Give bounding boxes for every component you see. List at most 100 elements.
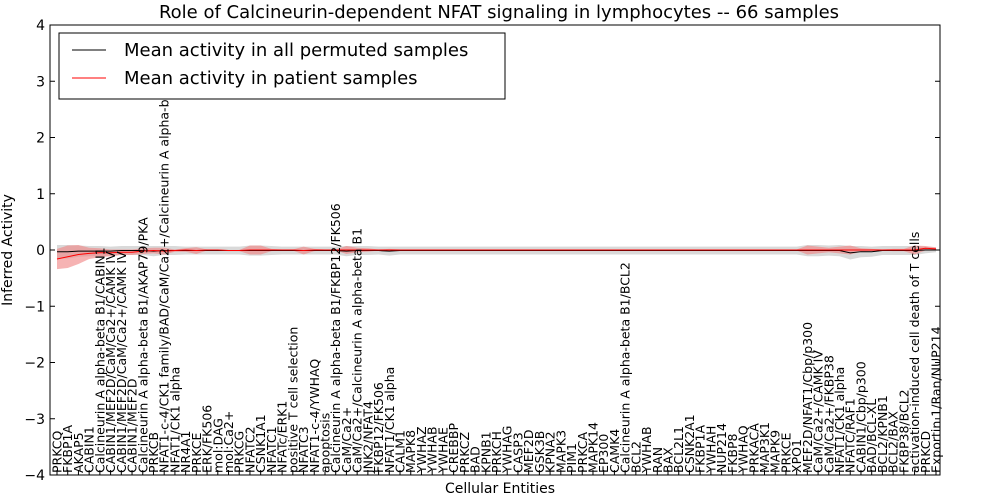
permuted-band xyxy=(57,244,936,260)
x-category-label: PRKCH xyxy=(489,431,504,473)
y-tick-label: 2 xyxy=(36,131,45,147)
x-category-label: CSNK1A1 xyxy=(253,414,268,473)
x-axis-label: Cellular Entities xyxy=(445,481,555,497)
x-category-label: MAPK8 xyxy=(403,430,418,473)
x-category-label: NR4A1 xyxy=(178,431,193,474)
x-category-label: FKBP1A xyxy=(60,425,75,473)
legend: Mean activity in all permuted samples Me… xyxy=(58,32,506,100)
x-category-label: MAPK9 xyxy=(768,430,783,473)
x-category-label: YWHAG xyxy=(500,426,515,474)
x-category-label: GSK3B xyxy=(532,431,547,473)
x-category-label: NFATC3 xyxy=(296,426,311,473)
y-tick-label: 1 xyxy=(36,187,45,203)
y-tick-label: −3 xyxy=(24,412,45,428)
x-category-label: FKBP12/FK506 xyxy=(371,382,386,473)
x-category-label: PRKCD xyxy=(918,431,933,473)
x-category-label: NFATC2 xyxy=(242,426,257,473)
x-category-label: mol:DAG xyxy=(210,418,225,473)
x-category-label: CaM/Ca2+/FKBP38 xyxy=(821,355,836,473)
x-category-label: PIM1 xyxy=(564,443,579,473)
x-category-label: CaM/Ca2+/Calcineurin A alpha-beta B1 xyxy=(350,228,365,473)
y-tick-label: 0 xyxy=(36,243,45,259)
x-category-label: CSNK2A1 xyxy=(682,414,697,473)
x-category-label: CASP3 xyxy=(510,432,525,473)
x-category-label: Calcineurin A alpha-beta B1/BCL2 xyxy=(618,262,633,473)
x-category-label: BCL2L1 xyxy=(671,426,686,473)
x-category-label: PRKCB xyxy=(146,432,161,473)
x-category-label: CAMK4 xyxy=(607,429,622,473)
y-tick-label: −2 xyxy=(24,356,45,372)
x-category-label: BCL2/BAX xyxy=(886,411,901,473)
y-tick-label: −4 xyxy=(24,468,45,484)
legend-box xyxy=(58,32,506,100)
x-category-label: NFAT1-c-4/YWHAQ xyxy=(307,359,322,473)
x-category-label: YWHAB xyxy=(425,426,440,474)
x-category-label: NFATC1 xyxy=(264,426,279,473)
x-category-label: FKBP1A xyxy=(693,425,708,473)
x-category-label: PRKCZ xyxy=(457,432,472,473)
x-category-label: KPNA2 xyxy=(543,431,558,473)
patient-mean-line xyxy=(56,247,937,260)
x-category-label: MAPK3 xyxy=(553,430,568,473)
x-category-label: BAX xyxy=(661,447,676,473)
x-category-label: YWHAH xyxy=(703,426,718,474)
x-category-label: PRKCG xyxy=(232,431,247,473)
x-category-label: CaM/Ca2+/CAMK IV xyxy=(811,350,826,473)
x-category-label: YWHAB xyxy=(639,426,654,474)
y-axis-ticks: −4 −3 −2 −1 0 1 2 3 4 xyxy=(24,18,940,484)
x-category-label: mol:Ca2+ xyxy=(221,411,236,473)
y-tick-label: 3 xyxy=(36,74,45,90)
x-category-label: ERK/FK506 xyxy=(200,405,215,473)
x-category-label: AKAP5 xyxy=(71,432,86,473)
x-category-label: CABIN1/MEF2D/CaM/Ca2+/CAMK IV xyxy=(114,251,129,473)
x-category-label: FKBP38/BCL2 xyxy=(896,389,911,473)
x-category-label: PRKCE xyxy=(778,433,793,473)
x-category-label: BCL2 xyxy=(628,441,643,473)
x-category-label: PRKCE xyxy=(189,433,204,473)
x-category-label: BCL2/KPNB1 xyxy=(875,395,890,473)
x-category-label: YWHAQ xyxy=(736,425,751,474)
x-category-label: CABIN1/MEF2D xyxy=(125,378,140,473)
x-category-label: NFATC/RAF1 xyxy=(843,398,858,473)
x-category-label: Calcineurin A alpha-beta B1/CABIN1 xyxy=(92,247,107,473)
x-category-label: NFAT1/CK1 alpha xyxy=(167,367,182,473)
x-category-label: MEF2D/NFAT1/Cbp/p300 xyxy=(800,322,815,473)
legend-label-patient: Mean activity in patient samples xyxy=(124,68,418,89)
x-category-label: FKBP8 xyxy=(725,433,740,473)
x-category-label: PRKACA xyxy=(746,423,761,473)
x-category-label: CABIN1/MEF2D/CaM/Ca2+/CAMK IV xyxy=(103,251,118,473)
x-category-label: MAP3K1 xyxy=(757,422,772,473)
x-category-label: KPNB1 xyxy=(478,431,493,473)
x-category-label: CREBBP xyxy=(446,423,461,473)
x-category-label: CaM/Ca2+ xyxy=(339,407,354,473)
x-category-label: MEF2D xyxy=(521,430,536,473)
x-category-label: NUP214 xyxy=(714,423,729,473)
series-lines xyxy=(56,247,937,260)
x-category-label: Calcineurin A alpha-beta B1/AKAP79/PKA xyxy=(135,217,150,473)
chart-title: Role of Calcineurin-dependent NFAT signa… xyxy=(159,2,839,23)
x-category-label: YWHAZ xyxy=(414,426,429,474)
legend-label-permuted: Mean activity in all permuted samples xyxy=(124,40,468,61)
x-category-label: NFAT1/CK1 alpha xyxy=(832,367,847,473)
x-category-label: Exportin 1/Ran/NUP214 xyxy=(929,326,944,473)
x-category-label: positive T cell selection xyxy=(285,327,300,473)
y-tick-label: −1 xyxy=(24,299,45,315)
y-tick-label: 4 xyxy=(36,18,45,34)
x-category-label: CABIN1/Cbp/p300 xyxy=(853,361,868,473)
x-category-label: RAN xyxy=(650,447,665,473)
x-category-label: MAPK14 xyxy=(585,422,600,473)
x-category-label: XPO1 xyxy=(789,439,804,473)
x-category-label: NFAT1-c-4/CK1 family/BAD/CaM/Ca2+/Calcin… xyxy=(157,79,172,473)
x-category-label: Calcineurin A alpha-beta B1/FKBP12/FK506 xyxy=(328,203,343,473)
x-category-label: PRKCQ xyxy=(50,431,65,473)
x-category-label: activation-induced cell death of T cells xyxy=(907,232,922,473)
x-category-label: NFAT1/CK1 alpha xyxy=(382,367,397,473)
x-category-label: JNK2/NFAT4 xyxy=(360,401,375,474)
x-category-label: NFATc/ERK1 xyxy=(275,401,290,473)
x-category-label: BAD/BCL-XL xyxy=(864,399,879,473)
x-category-label: CALM1 xyxy=(393,430,408,473)
x-category-label: YWHAE xyxy=(435,427,450,474)
x-category-label: EP300 xyxy=(596,434,611,473)
